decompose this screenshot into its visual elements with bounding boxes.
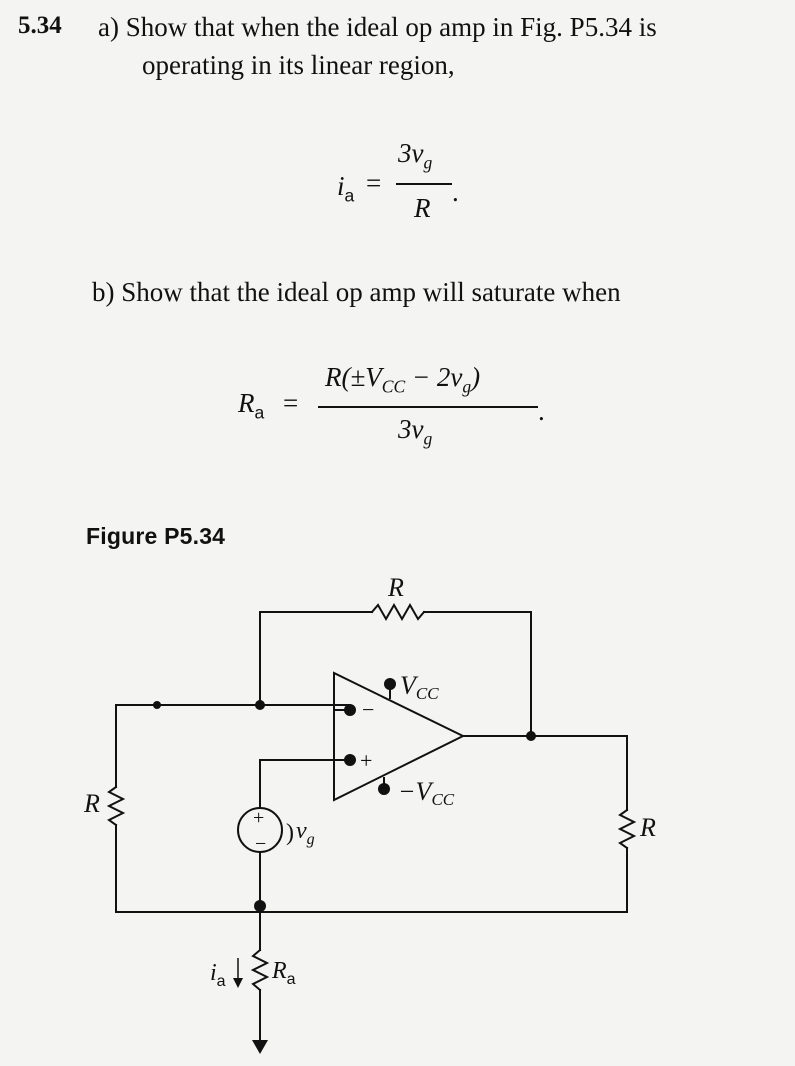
part-a-label: a) — [98, 12, 119, 42]
op-amp-body — [333, 671, 466, 802]
source-label: vg — [296, 818, 315, 848]
right-resistor-zigzag — [617, 808, 637, 850]
equation-b-denominator: 3vg — [398, 414, 433, 449]
noninverting-input-wire — [259, 759, 351, 809]
left-resistor-label: R — [83, 789, 100, 818]
vcc-positive-label: VCC — [400, 671, 439, 703]
equation-a-denominator: R — [414, 193, 431, 223]
node-feedback-left — [255, 700, 265, 710]
equation-a-period: . — [452, 177, 459, 207]
equation-b-lhs: Ra — [238, 388, 265, 423]
inverting-input-wire — [115, 704, 351, 711]
vcc-negative-label: −VCC — [398, 777, 455, 809]
node-noninverting — [344, 754, 356, 766]
output-wire — [462, 735, 628, 811]
equation-b-equals: = — [283, 388, 299, 418]
current-label: ia — [210, 960, 226, 990]
ground-arrow — [252, 1040, 268, 1054]
source-paren: ) — [286, 820, 294, 846]
equation-b-numerator: R(±VCC − 2vg) — [325, 362, 481, 397]
feedback-wire-right — [423, 611, 532, 737]
feedback-resistor-label: R — [387, 573, 404, 602]
equation-a-equals: = — [366, 168, 382, 198]
node-inverting-left — [153, 701, 161, 709]
source-minus: − — [255, 833, 266, 855]
part-a-text-line2: operating in its linear region, — [142, 50, 455, 80]
part-a-text-line1: a) Show that when the ideal op amp in Fi… — [98, 12, 657, 43]
node-vcc-neg — [378, 783, 390, 795]
equation-b-fraction-bar — [318, 406, 538, 408]
feedback-wire — [259, 611, 373, 706]
ra-resistor-zigzag — [250, 948, 270, 992]
problem-number: 5.34 — [18, 12, 62, 39]
part-b-label: b) — [92, 277, 115, 307]
source-plus: + — [253, 807, 264, 829]
node-inverting — [344, 704, 356, 716]
node-vcc-pos — [384, 678, 396, 690]
equation-a-lhs: ia — [337, 171, 355, 206]
feedback-resistor-zigzag — [370, 602, 426, 622]
equation-a-fraction-bar — [396, 183, 452, 185]
inverting-input-sign: − — [362, 697, 374, 722]
equation-a-numerator: 3vg — [398, 138, 433, 173]
part-b-statement: Show that the ideal op amp will saturate… — [121, 277, 621, 307]
part-b-text: b) Show that the ideal op amp will satur… — [92, 277, 621, 308]
right-resistor-label: R — [639, 813, 656, 842]
node-output — [526, 731, 536, 741]
left-resistor-zigzag — [106, 785, 126, 827]
equation-b-period: . — [538, 396, 545, 426]
ra-resistor-label: Ra — [271, 958, 296, 988]
part-a-statement: Show that when the ideal op amp in Fig. … — [125, 12, 657, 42]
figure-label: Figure P5.34 — [86, 523, 226, 549]
noninverting-input-sign: + — [360, 748, 372, 773]
node-bottom — [254, 900, 266, 912]
